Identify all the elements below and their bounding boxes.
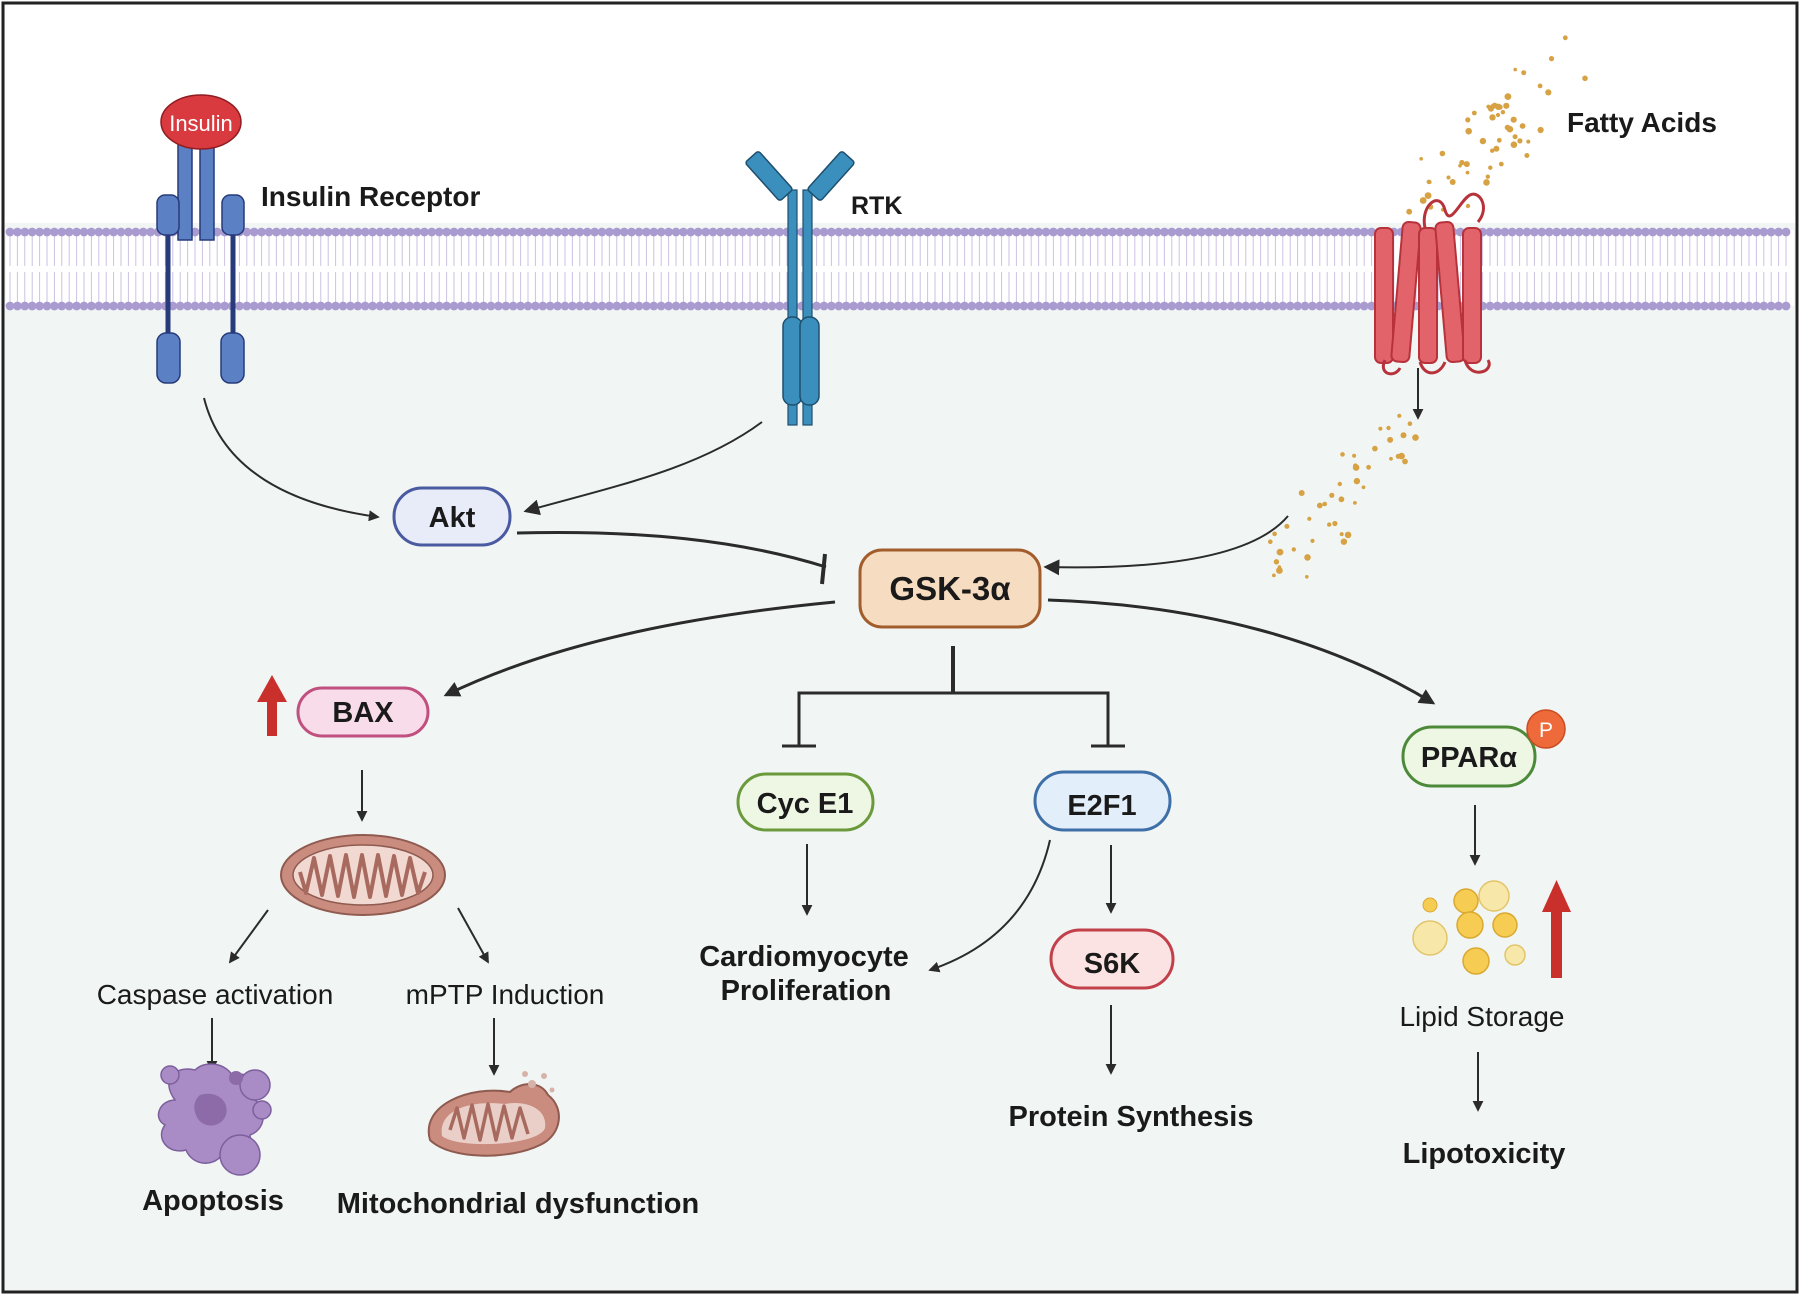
fatty-acid-dots-intracellular <box>1268 413 1419 579</box>
phospho-label: P <box>1539 719 1553 742</box>
ppar-alpha-label: PPARα <box>1421 742 1517 774</box>
gsk-branch-lines <box>797 691 1110 745</box>
cyc-e1-label: Cyc E1 <box>757 788 854 820</box>
mitochondrion-icon <box>280 834 446 916</box>
receptor-tyrosine-kinase-icon <box>745 151 855 426</box>
rtk-label: RTK <box>851 192 902 220</box>
gpcr-icon <box>1374 192 1491 376</box>
lipid-droplets-icon <box>1412 880 1526 975</box>
rtk-to-akt-arrow <box>523 421 763 516</box>
gsk3a-node: GSK-3α <box>858 548 1042 629</box>
damaged-mitochondrion-icon <box>427 1071 560 1157</box>
lipid-storage-label: Lipid Storage <box>1399 1001 1564 1032</box>
fatty-acids-to-gsk-arrow <box>1043 515 1289 576</box>
up-arrow-icon <box>1542 880 1571 978</box>
s6k-node: S6K <box>1049 928 1175 990</box>
proliferation-label: Proliferation <box>721 975 892 1007</box>
akt-inhibits-gsk-line <box>516 530 827 569</box>
lipid-bilayer-membrane <box>5 227 1794 311</box>
phosphorylation-badge: P <box>1526 709 1566 749</box>
apoptosis-label: Apoptosis <box>142 1185 284 1217</box>
insulin-icon <box>160 94 242 150</box>
mito-to-mptp-arrow <box>457 907 489 964</box>
akt-label: Akt <box>429 502 476 534</box>
fatty-acid-dots-extracellular <box>1406 35 1588 215</box>
e2f1-node: E2F1 <box>1033 770 1172 832</box>
e2f1-label: E2F1 <box>1067 790 1136 822</box>
akt-inhibits-gsk-bar <box>820 553 827 585</box>
mitochondrial-dysfunction-label: Mitochondrial dysfunction <box>337 1188 700 1220</box>
bax-node: BAX <box>296 686 430 738</box>
cyc-e1-node: Cyc E1 <box>736 772 875 832</box>
gsk-to-bax-arrow <box>443 600 836 697</box>
s6k-label: S6K <box>1084 948 1140 980</box>
protein-synthesis-label: Protein Synthesis <box>1009 1101 1254 1133</box>
lipotoxicity-label: Lipotoxicity <box>1403 1138 1566 1170</box>
ppar-alpha-node: PPARα <box>1401 725 1537 788</box>
insulin-receptor-to-akt-arrow <box>203 397 380 522</box>
gsk3a-label: GSK-3α <box>889 570 1010 607</box>
caspase-activation-label: Caspase activation <box>97 979 334 1010</box>
up-arrow-icon <box>257 675 287 736</box>
akt-node: Akt <box>392 486 512 547</box>
insulin-receptor-label: Insulin Receptor <box>261 181 480 212</box>
mptp-induction-label: mPTP Induction <box>406 979 605 1010</box>
apoptotic-cell-icon <box>157 1063 272 1176</box>
mito-to-caspase-arrow <box>228 909 269 964</box>
bax-label: BAX <box>332 697 394 729</box>
insulin-label: Insulin <box>169 111 233 136</box>
gsk-to-ppar-arrow <box>1047 598 1436 705</box>
e2f1-to-proliferation-arrow <box>928 839 1051 973</box>
cardiomyocyte-label: Cardiomyocyte <box>699 941 909 973</box>
insulin-receptor-icon <box>156 94 245 384</box>
fatty-acids-label: Fatty Acids <box>1567 107 1717 138</box>
